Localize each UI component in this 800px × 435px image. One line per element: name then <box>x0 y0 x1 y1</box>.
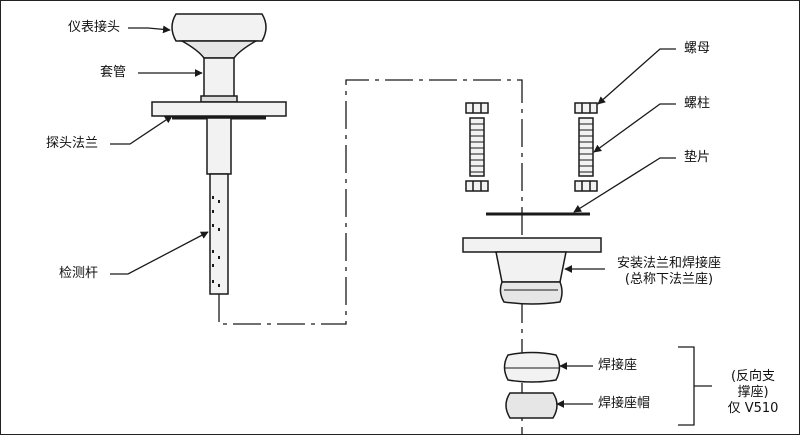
probe-body-shape <box>206 117 232 175</box>
center-line-path <box>218 79 523 435</box>
nut-right-top <box>574 102 598 114</box>
label-reverse-support-line3: 仅 V510 <box>727 401 779 416</box>
label-gasket: 垫片 <box>684 150 711 165</box>
label-weld-seat-cap: 焊接座帽 <box>598 396 651 411</box>
label-probe-flange: 探头法兰 <box>46 136 99 151</box>
probe-assembly <box>151 13 287 295</box>
connector-neck-shape <box>179 40 259 59</box>
rod-holes <box>212 196 220 287</box>
nut-left-top <box>465 102 489 114</box>
label-stud: 螺柱 <box>684 96 711 111</box>
label-mounting-flange: 安装法兰和焊接座 (总称下法兰座) <box>604 256 734 288</box>
weld-seat-cap-shape <box>505 392 558 419</box>
label-reverse-support: (反向支 撑座) 仅 V510 <box>714 369 792 417</box>
nut-left-bottom <box>465 180 489 192</box>
leader-lines <box>110 25 712 426</box>
sleeve-collar-shape <box>200 95 238 103</box>
stud-threads <box>470 123 593 173</box>
label-reverse-support-line2: 撑座) <box>737 385 769 400</box>
label-nut: 螺母 <box>684 41 711 56</box>
label-instrument-connector: 仪表接头 <box>68 20 121 35</box>
weld-seat-lower-shape <box>499 281 563 305</box>
stud-left <box>469 117 485 177</box>
label-sleeve: 套管 <box>100 65 127 80</box>
stud-right <box>578 117 594 177</box>
fasteners <box>465 102 598 192</box>
probe-flange-shape <box>151 101 287 117</box>
mounting-flange-shape <box>462 237 602 253</box>
sleeve-shape <box>203 57 235 101</box>
label-mounting-flange-line2: (总称下法兰座) <box>624 272 714 287</box>
reverse-support-parts <box>503 351 561 419</box>
detection-rod-shape <box>209 173 229 295</box>
label-mounting-flange-line1: 安装法兰和焊接座 <box>616 256 721 271</box>
label-reverse-support-line1: (反向支 <box>730 369 776 384</box>
instrument-connector-shape <box>171 13 267 42</box>
nut-right-bottom <box>574 180 598 192</box>
label-weld-seat: 焊接座 <box>598 358 638 373</box>
weld-seat-shape <box>503 351 561 383</box>
weld-neck-shape <box>495 251 567 283</box>
mounting-flange-assembly <box>462 237 602 305</box>
label-detection-rod: 检测杆 <box>59 266 99 281</box>
